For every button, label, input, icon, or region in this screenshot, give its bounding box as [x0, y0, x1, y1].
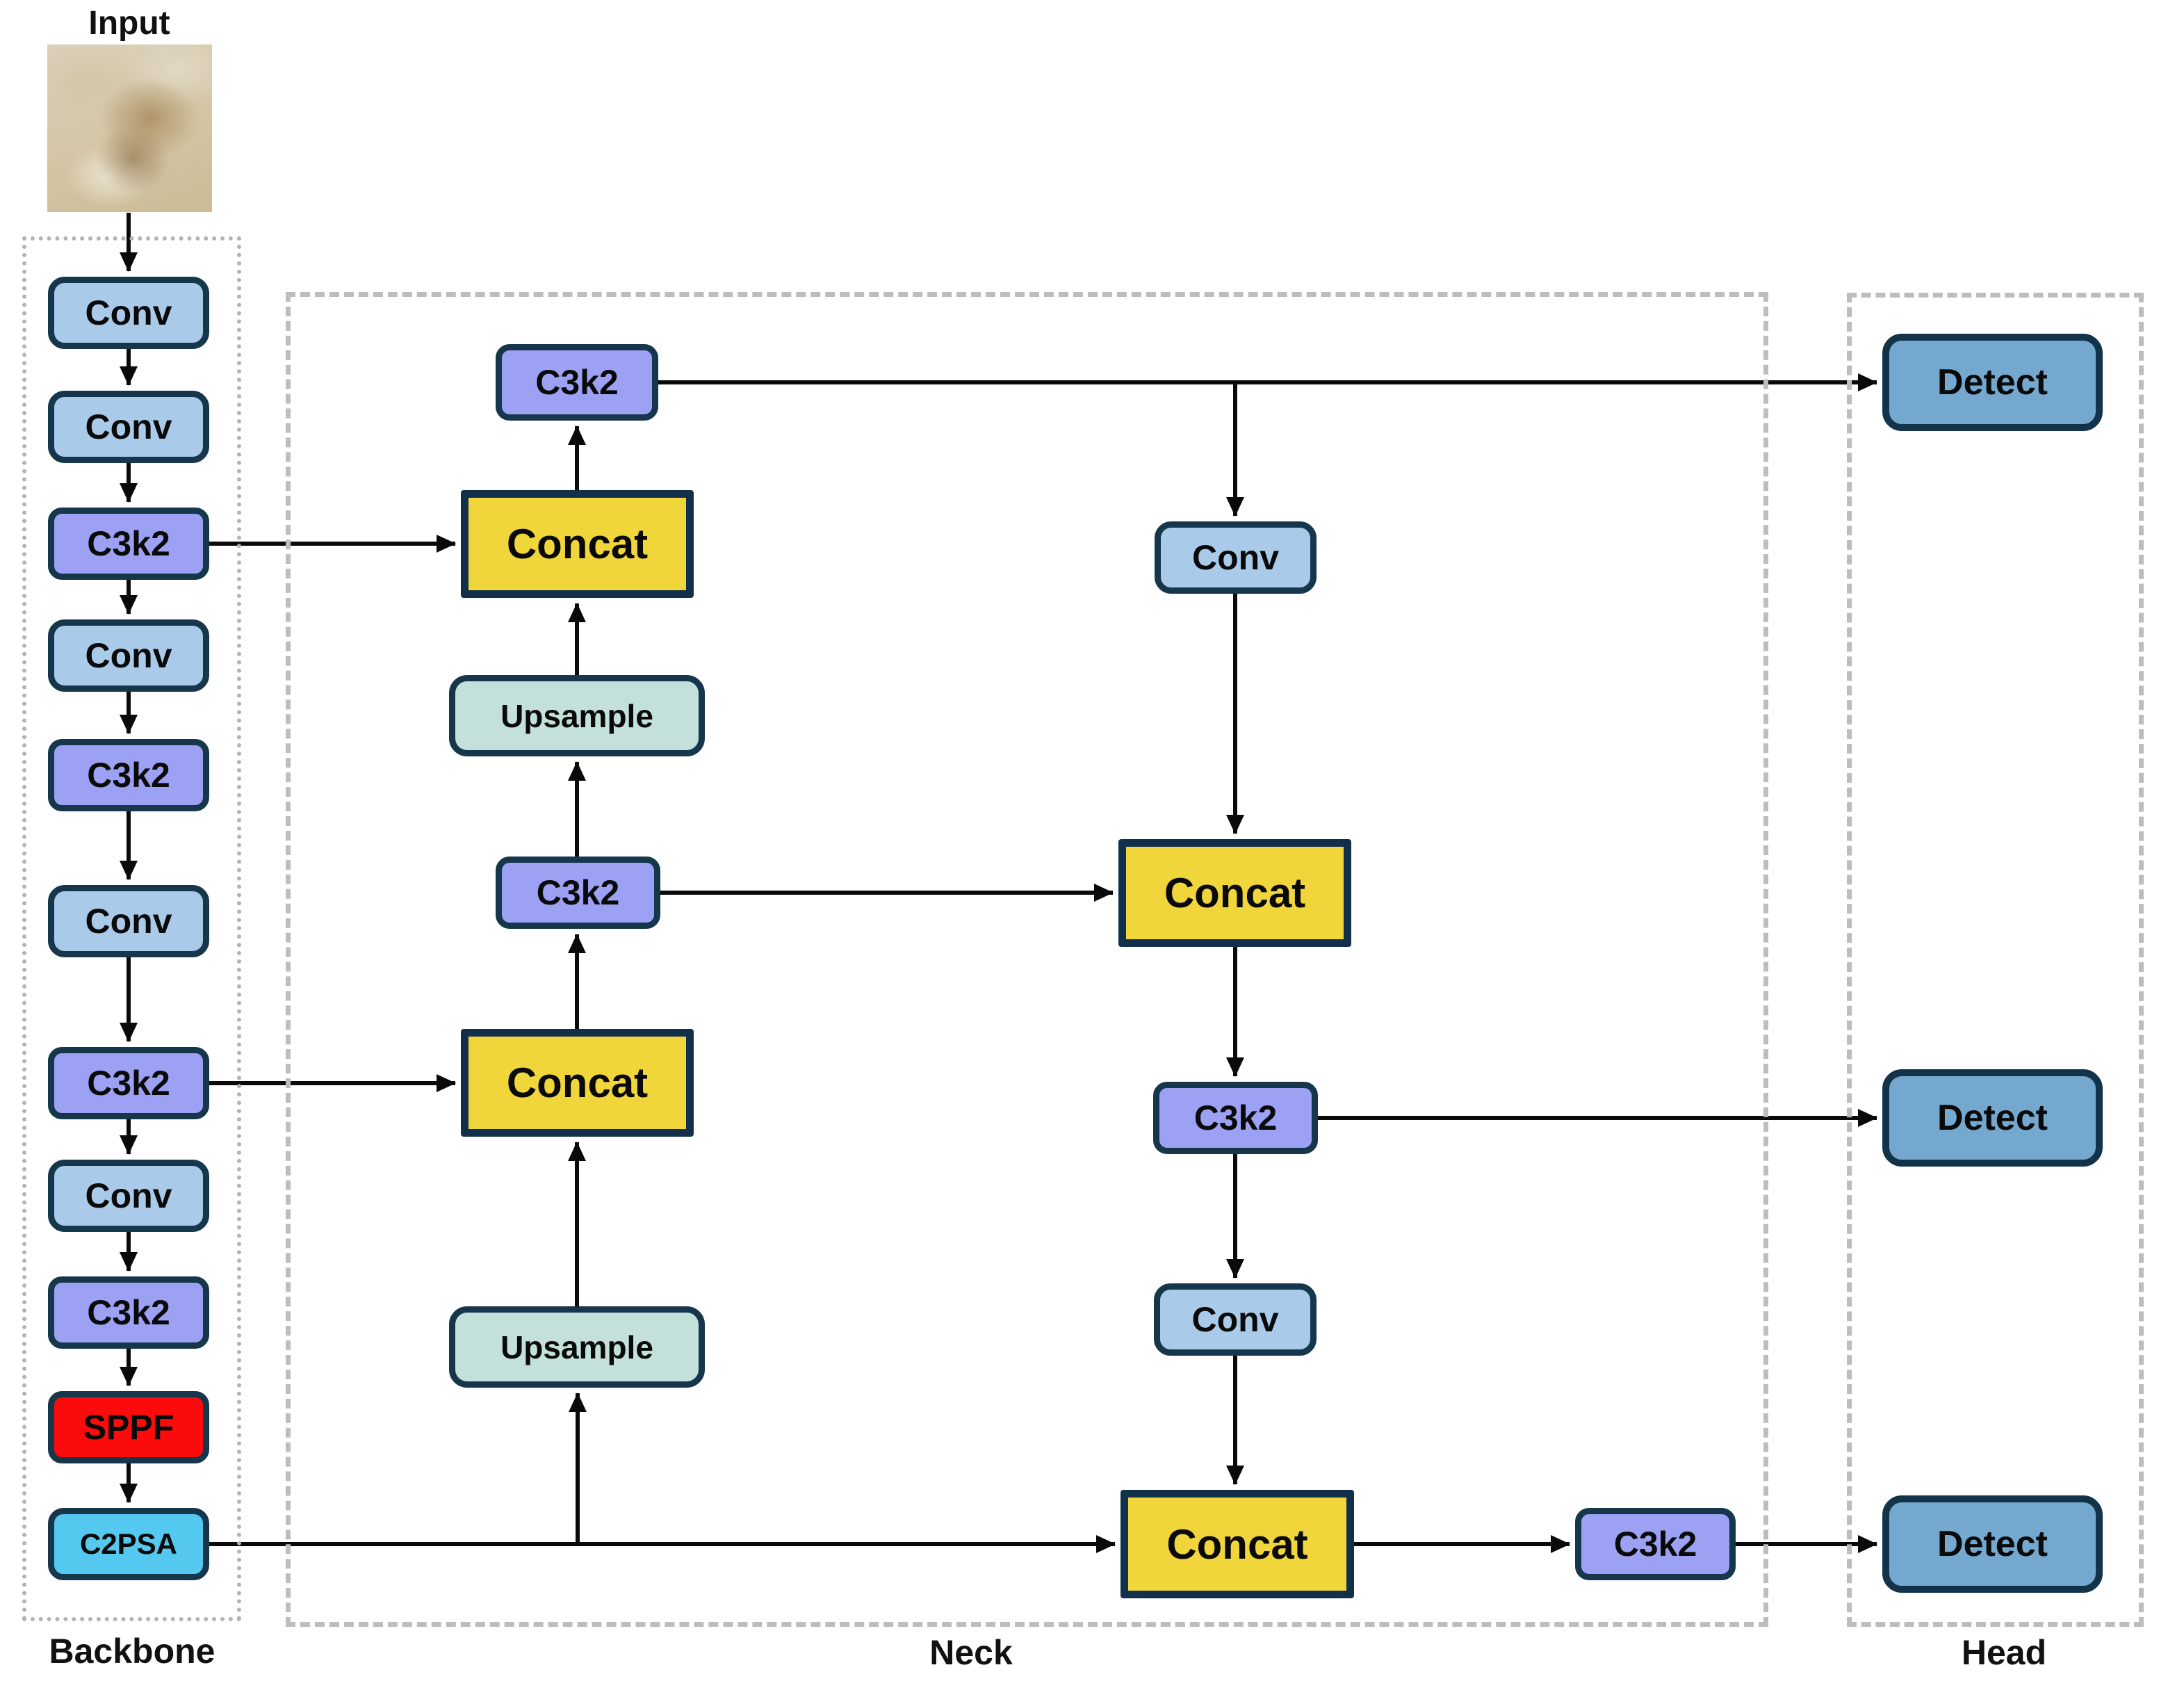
- backbone-c3k2-2: C3k2: [48, 739, 209, 811]
- neck-c3k2-right: C3k2: [1153, 1082, 1318, 1154]
- backbone-conv-4: Conv: [48, 885, 209, 957]
- head-frame: [1847, 293, 2144, 1627]
- neck-frame: [286, 292, 1768, 1627]
- head-detect-2: Detect: [1882, 1069, 2103, 1167]
- backbone-c3k2-3: C3k2: [48, 1047, 209, 1119]
- backbone-conv-3: Conv: [48, 619, 209, 692]
- neck-upsample-2: Upsample: [449, 1306, 705, 1388]
- neck-concat-2: Concat: [461, 1029, 694, 1137]
- neck-concat-3: Concat: [1118, 839, 1351, 947]
- backbone-c3k2-4: C3k2: [48, 1276, 209, 1349]
- neck-section-label: Neck: [929, 1633, 1013, 1672]
- backbone-sppf: SPPF: [48, 1391, 209, 1463]
- backbone-c2psa: C2PSA: [48, 1508, 209, 1580]
- head-detect-3: Detect: [1882, 1495, 2103, 1593]
- backbone-conv-5: Conv: [48, 1160, 209, 1232]
- head-section-label: Head: [1961, 1633, 2047, 1672]
- neck-c3k2-mid: C3k2: [496, 857, 660, 929]
- backbone-conv-2: Conv: [48, 391, 209, 463]
- backbone-frame: [22, 236, 241, 1621]
- neck-conv-1: Conv: [1155, 521, 1317, 594]
- neck-c3k2-top: C3k2: [496, 344, 658, 421]
- head-detect-1: Detect: [1882, 334, 2103, 431]
- neck-c3k2-bottom: C3k2: [1575, 1508, 1736, 1580]
- backbone-conv-1: Conv: [48, 277, 209, 349]
- backbone-section-label: Backbone: [49, 1632, 215, 1671]
- input-image: [47, 44, 212, 212]
- neck-conv-2: Conv: [1154, 1283, 1317, 1356]
- neck-concat-bottom: Concat: [1120, 1490, 1354, 1598]
- input-label: Input: [88, 5, 170, 42]
- neck-concat-1: Concat: [461, 490, 694, 598]
- neck-upsample-1: Upsample: [449, 675, 705, 756]
- backbone-c3k2-1: C3k2: [48, 508, 209, 580]
